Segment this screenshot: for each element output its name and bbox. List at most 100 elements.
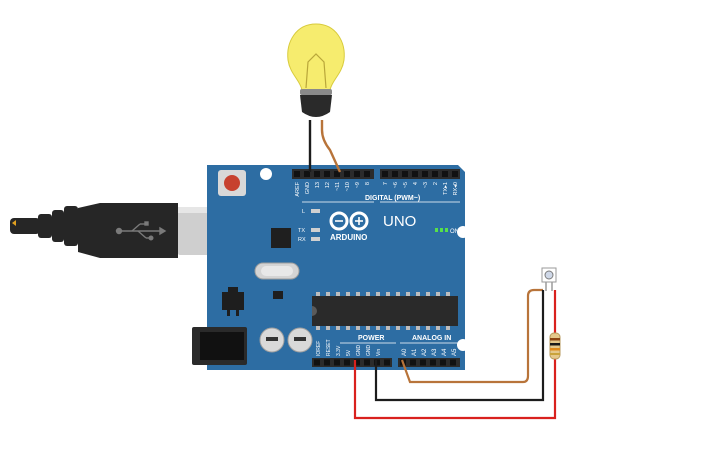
digital-pin-hole[interactable] <box>432 171 438 177</box>
power-pin-hole[interactable] <box>354 359 360 366</box>
digital-pin-hole[interactable] <box>304 171 310 177</box>
power-pin-hole[interactable] <box>334 359 340 366</box>
analog-pin-hole[interactable] <box>430 359 436 366</box>
power-pin-label: Vin <box>376 349 382 356</box>
digital-pin-hole[interactable] <box>382 171 388 177</box>
gnd-wire[interactable] <box>374 290 545 402</box>
digital-pin-label: 7 <box>383 182 389 185</box>
chip-pin <box>416 292 420 296</box>
led-on-3 <box>445 228 448 232</box>
analog-pin-label: A1 <box>412 348 418 356</box>
chip-pin <box>326 292 330 296</box>
analog-pin-label: A0 <box>402 348 408 356</box>
resistor-band-1 <box>550 338 560 341</box>
usb-interface-chip <box>271 228 291 248</box>
power-pin-hole[interactable] <box>364 359 370 366</box>
chip-pin <box>396 326 400 330</box>
digital-pin-label: ~6 <box>393 182 399 188</box>
chip-pin <box>346 292 350 296</box>
digital-pin-hole[interactable] <box>324 171 330 177</box>
chip-pin <box>316 292 320 296</box>
power-header <box>312 358 392 367</box>
digital-pin-hole[interactable] <box>334 171 340 177</box>
analog-pin-hole[interactable] <box>450 359 456 366</box>
digital-pin-label: RX◂0 <box>453 182 459 195</box>
voltage-regulator <box>222 292 244 310</box>
power-pin-hole[interactable] <box>344 359 350 366</box>
digital-pin-label: 8 <box>365 182 371 185</box>
digital-pin-label: AREF <box>295 181 301 196</box>
chip-pin <box>356 326 360 330</box>
analog-pin-label: A4 <box>442 348 448 356</box>
bulb-pin10-wire[interactable] <box>320 120 342 173</box>
led-label-l: L <box>302 209 305 215</box>
analog-a0-wire[interactable] <box>400 288 543 384</box>
analog-pin-hole[interactable] <box>440 359 446 366</box>
digital-pin-label: ~11 <box>335 182 341 191</box>
chip-pin <box>446 292 450 296</box>
phototransistor-icon[interactable] <box>541 267 557 291</box>
digital-pin-hole[interactable] <box>452 171 458 177</box>
usb-trident-icon <box>115 221 167 241</box>
digital-pin-hole[interactable] <box>402 171 408 177</box>
resistor-body <box>549 332 561 360</box>
analog-pin-hole[interactable] <box>420 359 426 366</box>
regulator-leg-1 <box>227 310 230 316</box>
digital-pin-label: ~9 <box>355 182 361 188</box>
chip-pin <box>386 292 390 296</box>
resistor-band-4 <box>550 353 560 355</box>
chip-pin <box>436 292 440 296</box>
digital-pin-hole[interactable] <box>422 171 428 177</box>
power-pin-label: GND <box>356 345 362 357</box>
digital-pin-hole[interactable] <box>392 171 398 177</box>
power-pin-hole[interactable] <box>314 359 320 366</box>
chip-pin <box>376 292 380 296</box>
usb-cable-end <box>10 218 40 234</box>
warning-icon <box>12 220 16 226</box>
digital-pin-hole[interactable] <box>354 171 360 177</box>
digital-pwm-label: DIGITAL (PWM~) <box>365 195 420 202</box>
led-l <box>311 209 320 213</box>
power-pin-label: 5V <box>346 349 352 356</box>
reset-button[interactable] <box>224 175 240 191</box>
digital-pin-hole[interactable] <box>314 171 320 177</box>
digital-header-left <box>292 169 374 179</box>
digital-pin-hole[interactable] <box>344 171 350 177</box>
chip-pin <box>366 326 370 330</box>
electrolytic-capacitor-icon <box>259 327 313 353</box>
chip-pin <box>376 326 380 330</box>
regulator-tab <box>228 287 238 293</box>
usb-strain-relief-1 <box>38 214 52 238</box>
on-label: ON <box>450 229 459 235</box>
digital-pin-hole[interactable] <box>364 171 370 177</box>
barrel-jack-hole <box>200 332 244 360</box>
chip-pin <box>326 326 330 330</box>
analog-pin-label: A5 <box>452 348 458 356</box>
chip-pin <box>316 326 320 330</box>
chip-pin <box>336 292 340 296</box>
uno-model-label: UNO <box>383 213 416 230</box>
analog-pin-label: A2 <box>422 348 428 356</box>
bulb-glass <box>287 23 345 91</box>
chip-pin <box>406 326 410 330</box>
led-on-2 <box>440 228 443 232</box>
bulb-collar <box>300 89 332 95</box>
analog-pin-hole[interactable] <box>410 359 416 366</box>
digital-pin-label: ~3 <box>423 182 429 188</box>
power-pin-hole[interactable] <box>324 359 330 366</box>
lightbulb-icon[interactable] <box>287 23 345 117</box>
regulator-leg-2 <box>236 310 239 316</box>
power-pin-hole[interactable] <box>384 359 390 366</box>
digital-pin-hole[interactable] <box>442 171 448 177</box>
digital-pin-hole[interactable] <box>412 171 418 177</box>
chip-pin <box>346 326 350 330</box>
digital-pin-hole[interactable] <box>294 171 300 177</box>
mounting-hole-1 <box>260 168 272 180</box>
resistor-icon[interactable] <box>549 332 561 360</box>
arduino-logo-icon <box>329 211 369 231</box>
